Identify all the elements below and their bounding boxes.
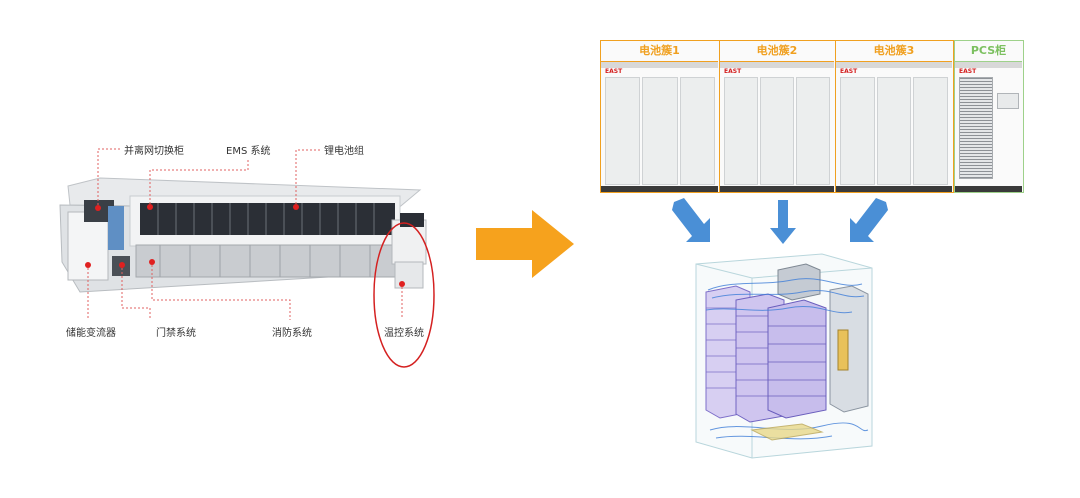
cabinet-title: PCS柜 <box>955 41 1022 62</box>
cabinet-title: 电池簇1 <box>601 41 718 62</box>
battery-rack-front <box>135 244 405 278</box>
pcs-display <box>997 93 1019 109</box>
arrow-down-right-icon <box>672 198 710 242</box>
pcs-cabinet: PCS柜 EAST <box>954 40 1024 193</box>
brand-logo: EAST <box>724 68 742 75</box>
arrow-down-icon <box>770 200 796 244</box>
battery-cluster-2: 电池簇2 EAST <box>720 40 836 193</box>
cabinet-doors <box>605 77 715 185</box>
arrow-down-left-icon <box>850 198 888 242</box>
label-thermal: 温控系统 <box>384 328 424 339</box>
cabinet-base <box>836 186 952 192</box>
label-pcs: 储能变流器 <box>66 328 116 339</box>
label-ems: EMS 系统 <box>226 146 271 157</box>
leader-lines <box>87 148 403 320</box>
transform-arrow <box>476 210 574 278</box>
cabinet-row: 电池簇1 EAST 电池簇2 EAST 电池簇3 EAST <box>600 40 1024 195</box>
cabinet-base <box>601 186 718 192</box>
label-fire: 消防系统 <box>272 328 312 339</box>
battery-cluster-1: 电池簇1 EAST <box>600 40 720 193</box>
brand-logo: EAST <box>605 68 623 75</box>
rack-front-lines <box>159 245 371 277</box>
top-unit <box>777 263 821 301</box>
thermal-box <box>391 219 427 265</box>
brand-stripe <box>720 62 834 68</box>
container-illustration <box>59 148 435 368</box>
marker-dots <box>85 204 405 287</box>
rack-stack-3 <box>767 299 827 419</box>
thermal-highlight-ellipse <box>373 222 435 368</box>
label-grid-switch: 并离网切换柜 <box>124 146 184 157</box>
blue-panel <box>108 206 124 250</box>
cabinet-base <box>720 186 834 192</box>
cabinet-base <box>955 186 1022 192</box>
label-battery: 锂电池组 <box>324 146 364 157</box>
pcs-vent-panel <box>959 77 993 179</box>
airflow-streamlines <box>705 278 869 440</box>
cabinet-doors <box>724 77 830 185</box>
cabinet-title: 电池簇3 <box>836 41 952 62</box>
brand-logo: EAST <box>959 68 977 75</box>
floor-pad <box>750 423 824 441</box>
grid-switch-box <box>84 200 114 222</box>
blue-arrows <box>672 198 888 244</box>
arrow-right-icon <box>476 210 574 278</box>
brand-stripe <box>836 62 952 68</box>
cabinet-title: 电池簇2 <box>720 41 834 62</box>
label-access: 门禁系统 <box>156 328 196 339</box>
brand-stripe <box>601 62 718 68</box>
side-cabinet <box>829 285 869 413</box>
battery-cluster-3: 电池簇3 EAST <box>836 40 954 193</box>
brand-logo: EAST <box>840 68 858 75</box>
brand-stripe <box>955 62 1022 68</box>
battery-rack-top <box>140 203 395 235</box>
cabinet-doors <box>840 77 949 185</box>
thermal-simulation-render <box>695 253 873 459</box>
battery-rack-dividers <box>157 203 375 235</box>
